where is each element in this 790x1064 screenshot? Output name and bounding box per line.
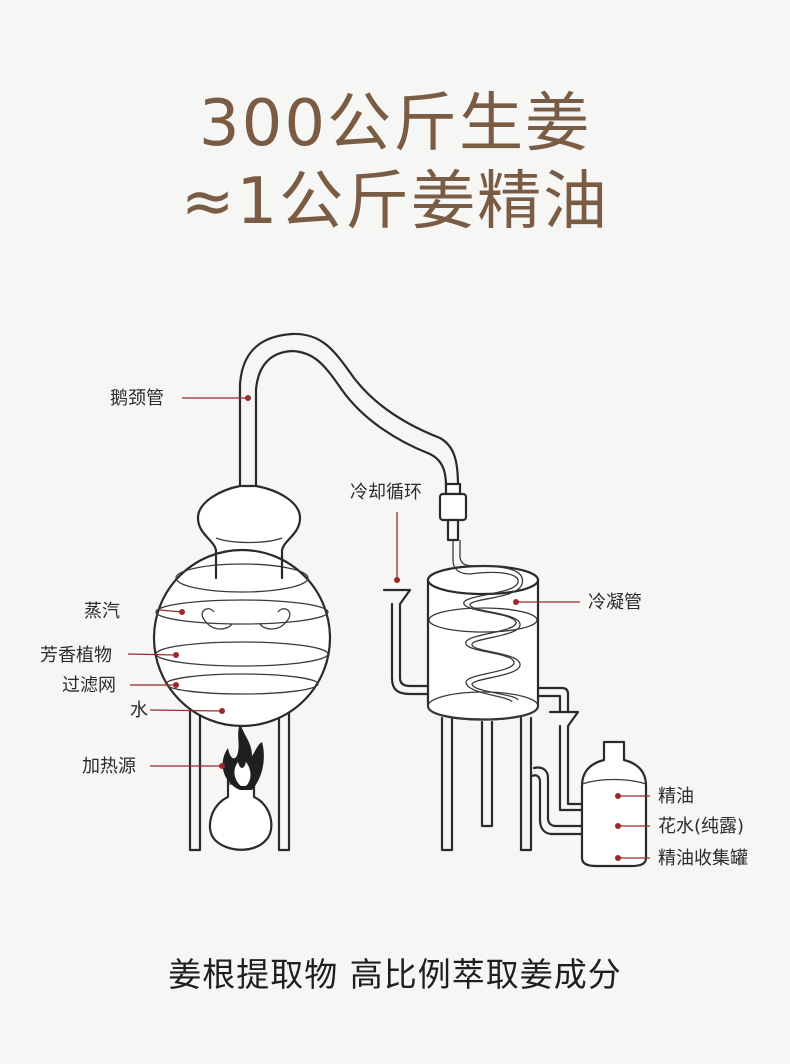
label-floral-water: 花水(纯露) (658, 816, 744, 837)
flame-icon (222, 724, 264, 790)
headline-line-1: 300公斤生姜 (198, 87, 592, 161)
gooseneck-tube (238, 332, 460, 500)
still-legs (188, 708, 291, 852)
steam-swirls (201, 608, 291, 630)
label-filter-mesh: 过滤网 (62, 675, 116, 696)
condenser-tank (426, 540, 540, 852)
label-steam: 蒸汽 (84, 601, 120, 622)
label-water: 水 (130, 700, 148, 721)
condenser-connector (438, 482, 468, 542)
label-aromatic-plants: 芳香植物 (40, 645, 112, 666)
pointer-lines (127, 395, 650, 861)
still-pot (152, 548, 332, 728)
label-gooseneck: 鹅颈管 (110, 388, 164, 409)
label-heat-source: 加热源 (82, 756, 136, 777)
cooling-inlet (382, 588, 430, 696)
collection-tank (580, 740, 648, 868)
label-collection-tank: 精油收集罐 (658, 848, 748, 869)
label-condenser: 冷凝管 (588, 592, 642, 613)
outlet-pipe (530, 686, 584, 836)
label-essential-oil: 精油 (658, 786, 694, 807)
label-cooling-circulation: 冷却循环 (350, 482, 422, 503)
headline-line-2: ≈1公斤姜精油 (180, 165, 610, 239)
footer-caption: 姜根提取物 高比例萃取姜成分 (168, 955, 622, 994)
burner-flask (208, 778, 273, 851)
